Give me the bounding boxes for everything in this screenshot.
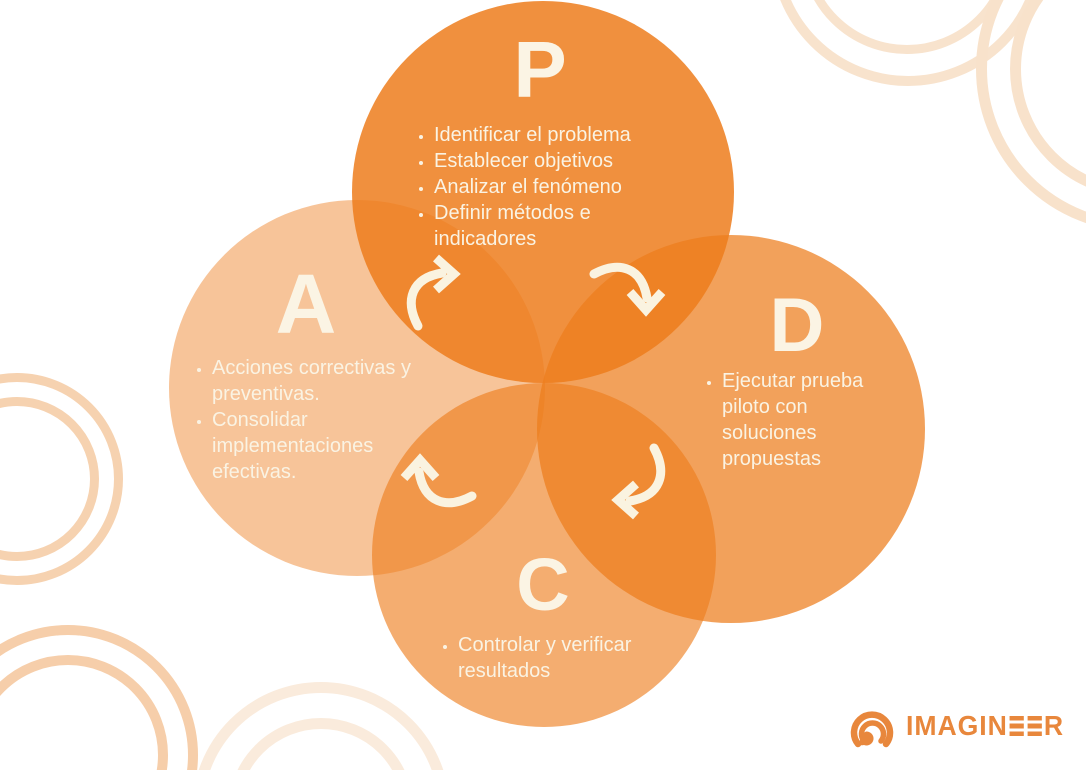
list-item: Establecer objetivos xyxy=(434,148,669,174)
plan-letter: P xyxy=(513,25,567,114)
check-letter: C xyxy=(516,543,570,626)
list-item: Controlar y verificar resultados xyxy=(458,632,658,684)
logo-text-imagin: IMAGIN xyxy=(906,710,1008,741)
cycle-arrow-check-to-act xyxy=(400,440,480,516)
curved-arrow-icon xyxy=(589,262,666,317)
cycle-arrow-plan-to-do xyxy=(586,254,666,330)
check-bullet-list: Controlar y verificar resultados xyxy=(428,632,658,684)
list-item: Consolidar implementaciones efectivas. xyxy=(212,407,424,485)
cycle-arrow-act-to-plan xyxy=(398,254,474,334)
list-item: Acciones correctivas y preventivas. xyxy=(212,355,424,407)
cycle-arrow-do-to-check xyxy=(598,440,674,520)
list-item: Identificar el problema xyxy=(434,122,669,148)
logo-letter-e-icon xyxy=(1009,716,1024,736)
curved-arrow-icon xyxy=(400,453,477,508)
act-letter: A xyxy=(275,257,337,351)
do-letter: D xyxy=(769,283,825,368)
plan-bullet-list: Identificar el problemaEstablecer objeti… xyxy=(404,122,669,252)
logo-text: IMAGIN R xyxy=(906,710,1064,742)
act-bullet-list: Acciones correctivas y preventivas.Conso… xyxy=(182,355,424,485)
logo-spiral-icon xyxy=(850,711,894,748)
list-item: Definir métodos e indicadores xyxy=(434,200,669,252)
logo-text-r: R xyxy=(1043,710,1065,741)
curved-arrow-icon xyxy=(406,254,461,331)
logo: IMAGIN R xyxy=(850,700,1072,752)
do-bullet-list: Ejecutar prueba piloto con soluciones pr… xyxy=(692,368,867,472)
list-item: Ejecutar prueba piloto con soluciones pr… xyxy=(722,368,867,472)
curved-arrow-icon xyxy=(611,443,666,520)
logo-letter-e-icon xyxy=(1027,716,1042,736)
list-item: Analizar el fenómeno xyxy=(434,174,669,200)
